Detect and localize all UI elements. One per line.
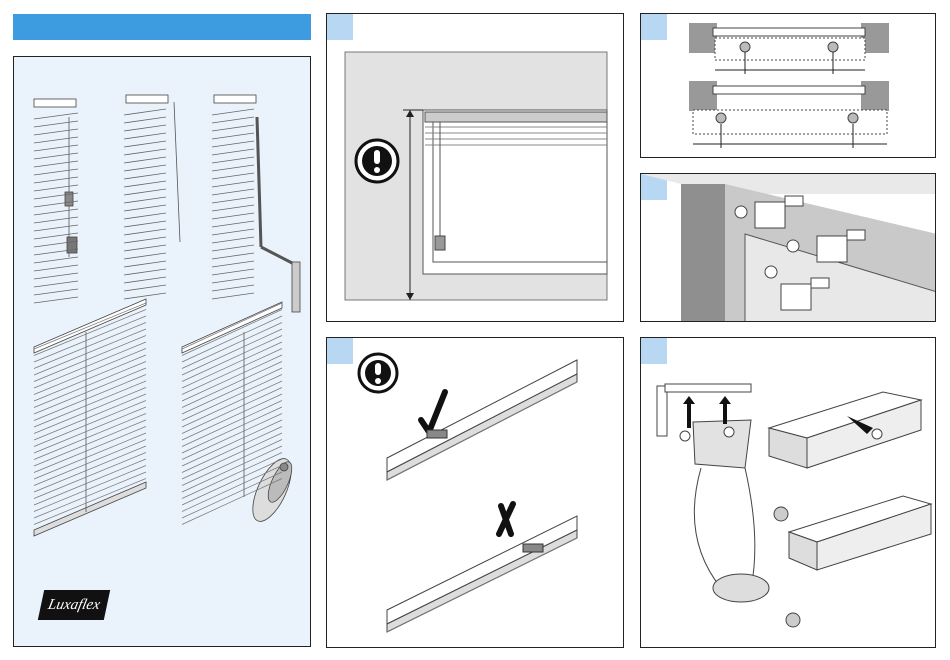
slat	[124, 253, 166, 259]
slat	[124, 221, 166, 227]
slat	[34, 265, 78, 271]
step-panel-bracket-mount	[640, 173, 936, 322]
slat	[212, 165, 254, 171]
slat	[34, 137, 78, 143]
cross-icon	[499, 504, 513, 534]
slat	[212, 181, 254, 187]
slat	[212, 189, 254, 195]
slat	[124, 205, 166, 211]
slat	[34, 281, 78, 287]
step-panel-headrail-orientation	[326, 337, 624, 648]
remote-control-icon	[245, 453, 299, 526]
slat	[124, 237, 166, 243]
slat	[124, 181, 166, 187]
slat	[124, 125, 166, 131]
slat	[212, 213, 254, 219]
slat	[212, 285, 254, 291]
slat	[124, 141, 166, 147]
slat	[34, 177, 78, 183]
slat	[124, 165, 166, 171]
slat	[124, 173, 166, 179]
slat	[212, 157, 254, 163]
slat	[34, 121, 78, 127]
slat	[34, 273, 78, 279]
header-bar	[13, 14, 311, 40]
slat	[124, 269, 166, 275]
slat	[34, 225, 78, 231]
slat	[34, 169, 78, 175]
slat	[212, 221, 254, 227]
blind-large-motorised	[182, 302, 282, 497]
slat	[124, 149, 166, 155]
brand-logo: Luxaflex	[38, 590, 110, 620]
slat	[34, 161, 78, 167]
slat	[212, 133, 254, 139]
step-panel-clip-headrail	[640, 337, 936, 648]
slat	[34, 153, 78, 159]
exclamation-icon	[356, 140, 398, 182]
slat	[34, 113, 78, 119]
slat	[212, 109, 254, 115]
slat	[124, 157, 166, 163]
slat	[34, 209, 78, 215]
slat	[212, 269, 254, 275]
slat	[124, 245, 166, 251]
slat	[212, 141, 254, 147]
slat	[124, 189, 166, 195]
slat	[124, 229, 166, 235]
blind-types-illustration	[14, 57, 312, 648]
slat	[34, 217, 78, 223]
step-panel-bracket-spacing	[640, 13, 936, 158]
slat	[212, 149, 254, 155]
slat	[34, 129, 78, 135]
step-panel-height-measure	[326, 13, 624, 322]
slat	[34, 185, 78, 191]
slat	[124, 117, 166, 123]
blind-large-corded	[34, 299, 146, 536]
check-icon	[421, 392, 445, 432]
slat	[124, 133, 166, 139]
slat	[212, 293, 254, 299]
slat	[212, 237, 254, 243]
blind-wand-operated	[126, 95, 180, 242]
slat	[212, 125, 254, 131]
slat	[212, 117, 254, 123]
exclamation-icon	[359, 354, 397, 392]
slat	[124, 213, 166, 219]
slat	[212, 245, 254, 251]
slat	[212, 197, 254, 203]
slat	[124, 261, 166, 267]
slat	[212, 205, 254, 211]
slat	[124, 293, 166, 299]
slat	[212, 261, 254, 267]
slat	[124, 197, 166, 203]
slat	[212, 253, 254, 259]
slat	[124, 277, 166, 283]
slat	[212, 173, 254, 179]
slat	[212, 229, 254, 235]
slat	[34, 289, 78, 295]
overview-panel: Luxaflex	[13, 56, 311, 647]
slat	[124, 285, 166, 291]
blind-crank-operated	[214, 95, 300, 312]
slat	[212, 277, 254, 283]
slat	[124, 109, 166, 115]
slat	[34, 145, 78, 151]
slat	[34, 297, 78, 303]
slat	[34, 257, 78, 263]
